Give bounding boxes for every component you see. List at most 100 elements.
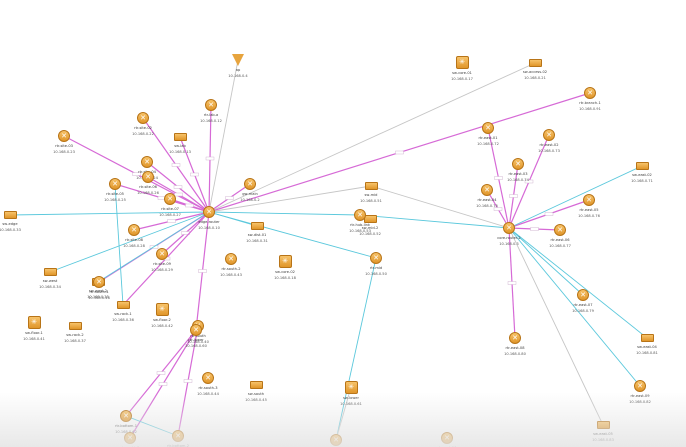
link-n5-n1[interactable] bbox=[208, 59, 239, 213]
device-ip: 10.168.0.50 bbox=[365, 271, 387, 276]
device-name: sw-mid bbox=[364, 192, 378, 197]
link-label bbox=[183, 379, 193, 383]
device-ip: 10.168.0.76 bbox=[578, 213, 600, 218]
device-ip: 10.168.0.91 bbox=[579, 106, 601, 111]
device-ip: 10.168.0.72 bbox=[477, 141, 499, 146]
link-n5-n33[interactable] bbox=[208, 211, 361, 216]
device-ip: 10.168.0.46 bbox=[88, 295, 110, 300]
link-n33-n42[interactable] bbox=[359, 214, 510, 229]
link-n5-n30[interactable] bbox=[208, 211, 377, 259]
device-ip: 10.168.0.28 bbox=[123, 243, 145, 248]
device-name: sw-rack-1 bbox=[114, 311, 132, 316]
device-ip: 10.168.0.2 bbox=[240, 197, 260, 202]
device-name: sw-floor-1 bbox=[25, 330, 43, 335]
link-label bbox=[524, 179, 534, 184]
device-name: rtr-lower bbox=[188, 337, 204, 342]
link-n42-n49[interactable] bbox=[508, 227, 584, 296]
router-icon: ✕ bbox=[156, 248, 168, 260]
router-icon: ✕ bbox=[142, 171, 154, 183]
router-icon: ✕ bbox=[128, 224, 140, 236]
device-name: rtr-east-05 bbox=[579, 207, 599, 212]
link-n5-n3[interactable] bbox=[208, 62, 536, 213]
router-icon: ✕ bbox=[503, 222, 515, 234]
link-n31-n42[interactable] bbox=[370, 185, 510, 229]
link-label bbox=[167, 219, 176, 223]
device-node-router[interactable]: ✕rtr-south-510.168.0.47 bbox=[100, 432, 160, 447]
device-name: rtr-site-06 bbox=[139, 184, 157, 189]
device-ip: 10.168.0.79 bbox=[572, 308, 594, 313]
link-n42-n48[interactable] bbox=[508, 165, 643, 229]
device-ip: 10.168.0.22 bbox=[132, 131, 154, 136]
link-n5-n20[interactable] bbox=[49, 211, 210, 273]
link-n42-n52[interactable] bbox=[508, 227, 641, 387]
link-label bbox=[185, 203, 194, 208]
device-name: sw-lower bbox=[343, 395, 359, 400]
link-n12-n22[interactable] bbox=[114, 183, 124, 306]
link-n42-n51[interactable] bbox=[508, 227, 648, 339]
switch-icon bbox=[635, 162, 649, 170]
device-name: sw-mid-2 bbox=[361, 225, 379, 230]
device-name: rtr-mid bbox=[369, 265, 383, 270]
link-n5-n31[interactable] bbox=[208, 185, 372, 213]
link-n5-n19[interactable] bbox=[9, 211, 210, 216]
switch-icon bbox=[640, 334, 654, 342]
device-name: rtr-site-09 bbox=[153, 261, 171, 266]
device-name: sw-lab bbox=[174, 143, 186, 148]
link-n5-n21[interactable] bbox=[97, 211, 210, 283]
device-node-router[interactable]: ✕rtr-east-1010.168.0.84 bbox=[417, 432, 477, 447]
device-ip: 10.168.0.29 bbox=[151, 267, 173, 272]
device-node-router[interactable]: ✕rtr-bottom-310.168.0.64 bbox=[306, 434, 366, 447]
device-ip: 10.168.0.53 bbox=[349, 228, 371, 233]
device-name: rtr-east-04 bbox=[477, 197, 497, 202]
device-ip: 10.168.0.3 bbox=[499, 241, 519, 246]
router-icon: ✕ bbox=[120, 410, 132, 422]
